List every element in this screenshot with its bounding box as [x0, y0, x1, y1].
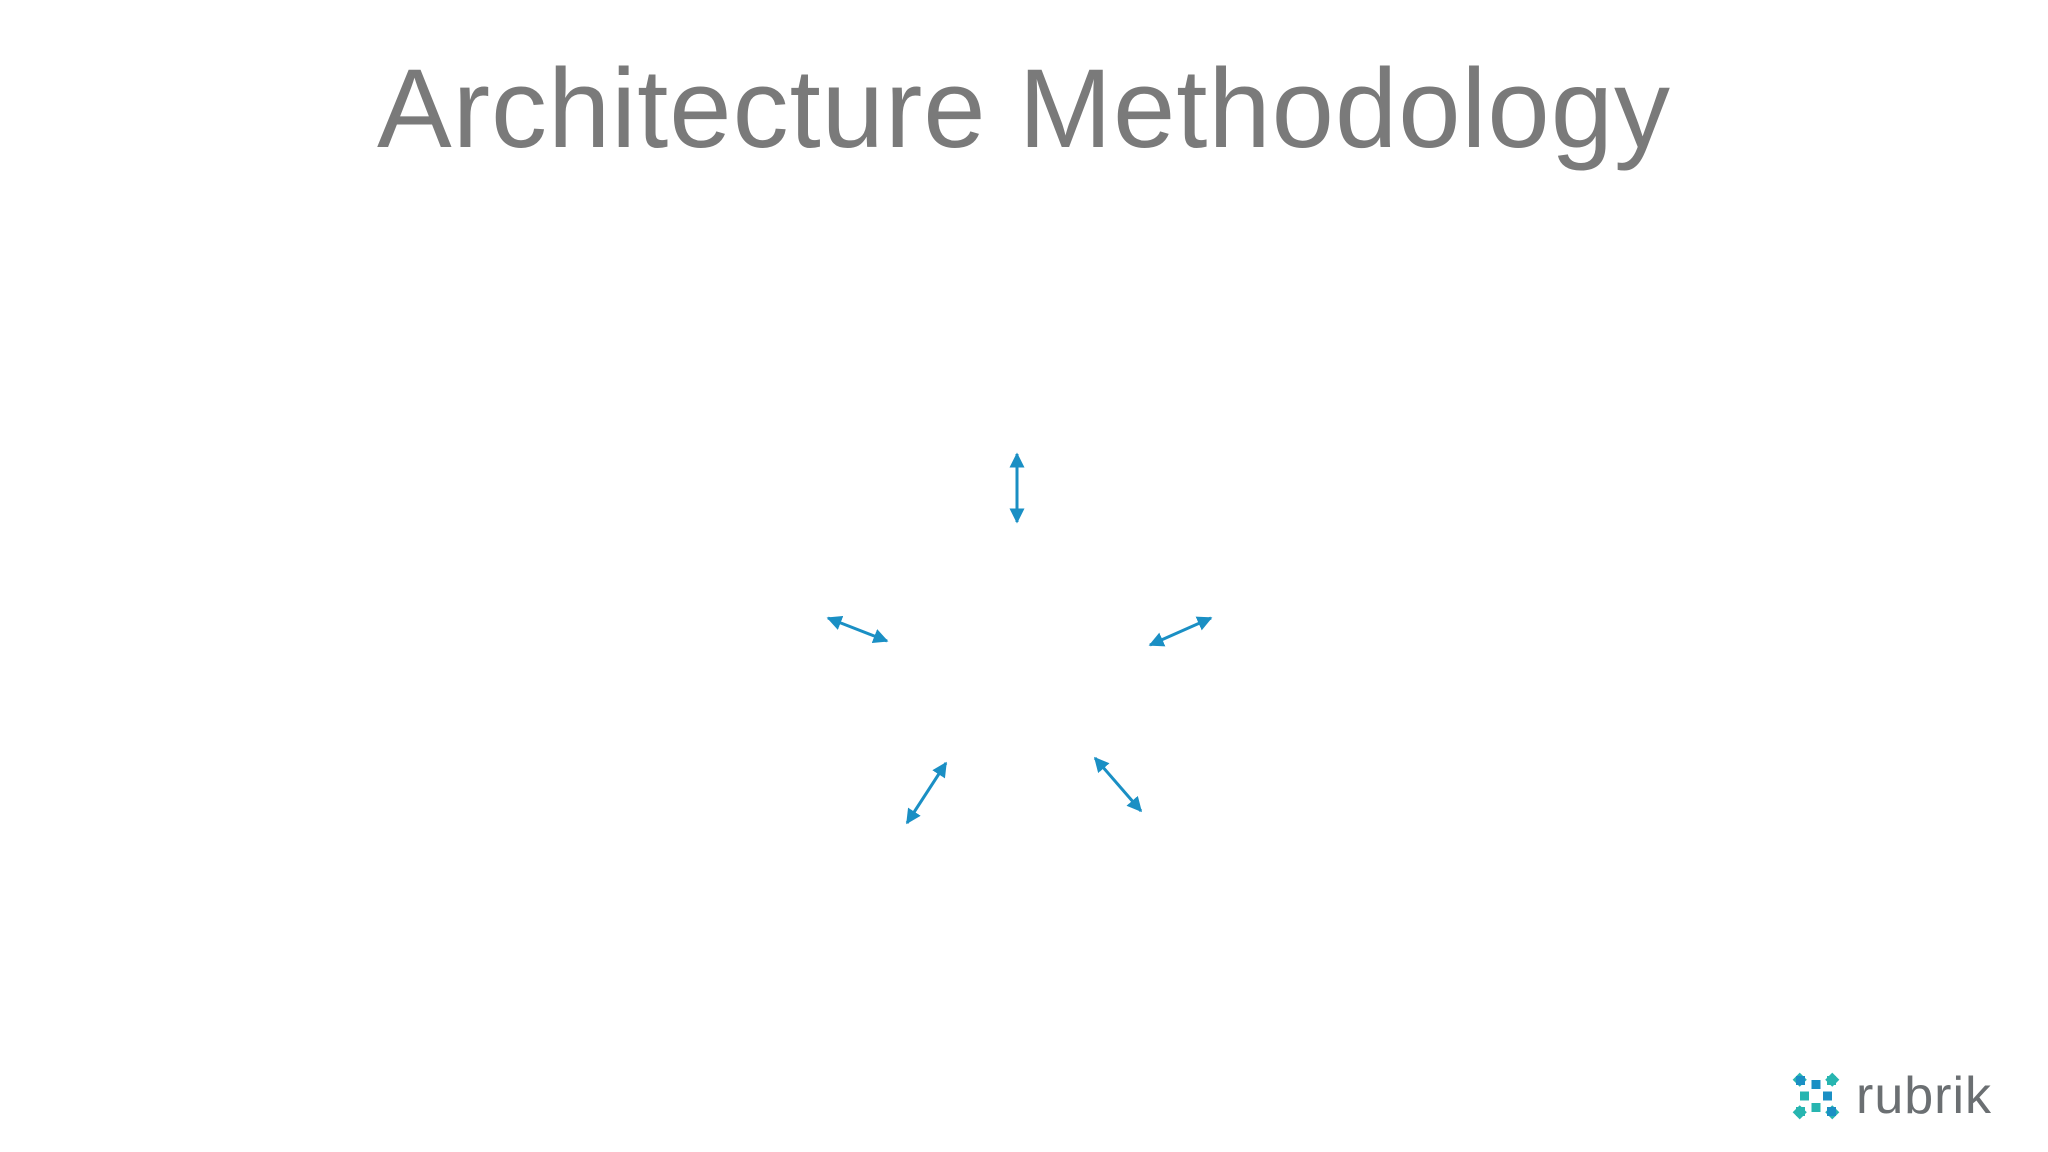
slide-title: Architecture Methodology	[376, 46, 1671, 171]
rubrik-logo: rubrik	[1786, 1064, 1992, 1128]
logo-text: rubrik	[1856, 1067, 1993, 1125]
arrow-bottom-left	[905, 761, 948, 825]
arrow-left	[826, 615, 889, 644]
arrow-bottom-right	[1093, 756, 1143, 813]
rubrik-logo-icon	[1792, 1072, 1840, 1120]
arrow-right	[1148, 616, 1213, 647]
